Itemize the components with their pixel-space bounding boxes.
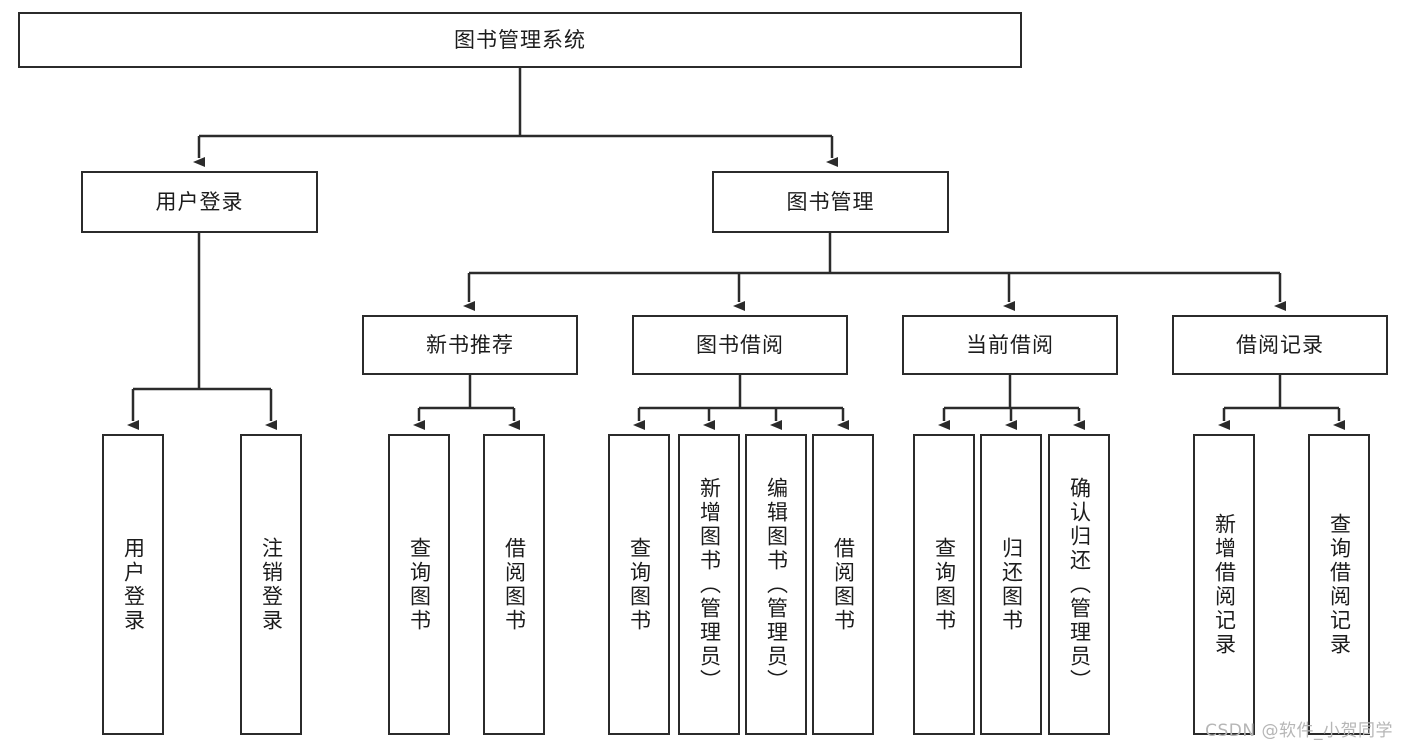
node-new-book-recommend[interactable]: 新书推荐 [362,315,578,375]
node-book-borrow-label: 图书借阅 [696,332,784,357]
leaf-query-books-borrow-label: 查询图书 [627,536,652,633]
leaf-return-books[interactable]: 归还图书 [980,434,1042,735]
node-book-management[interactable]: 图书管理 [712,171,949,233]
node-book-management-label: 图书管理 [786,189,875,214]
node-root-label: 图书管理系统 [454,27,586,52]
leaf-query-borrow-record-label: 查询借阅记录 [1327,512,1352,657]
csdn-watermark: CSDN @软件_小贺同学 [1205,721,1393,741]
leaf-confirm-return-admin-label: 确认归还（管理员） [1067,476,1092,693]
node-user-login-label: 用户登录 [155,189,244,214]
leaf-add-borrow-record-label: 新增借阅记录 [1212,512,1237,657]
leaf-edit-book-admin-label: 编辑图书（管理员） [764,476,789,693]
node-borrow-records[interactable]: 借阅记录 [1172,315,1388,375]
leaf-edit-book-admin[interactable]: 编辑图书（管理员） [745,434,807,735]
node-new-book-recommend-label: 新书推荐 [426,332,514,357]
leaf-query-books-recommend[interactable]: 查询图书 [388,434,450,735]
node-book-borrow[interactable]: 图书借阅 [632,315,848,375]
leaf-borrow-books-label: 借阅图书 [831,536,856,633]
leaf-user-login[interactable]: 用户登录 [102,434,164,735]
leaf-return-books-label: 归还图书 [999,536,1024,633]
leaf-query-books-current[interactable]: 查询图书 [913,434,975,735]
leaf-borrow-books[interactable]: 借阅图书 [812,434,874,735]
node-current-borrow-label: 当前借阅 [966,332,1054,357]
leaf-borrow-books-recommend-label: 借阅图书 [502,536,527,633]
leaf-confirm-return-admin[interactable]: 确认归还（管理员） [1048,434,1110,735]
leaf-query-books-current-label: 查询图书 [932,536,957,633]
node-user-login[interactable]: 用户登录 [81,171,318,233]
leaf-user-login-label: 用户登录 [121,536,146,633]
node-root[interactable]: 图书管理系统 [18,12,1022,68]
leaf-add-book-admin-label: 新增图书（管理员） [697,476,722,693]
leaf-user-logout[interactable]: 注销登录 [240,434,302,735]
leaf-query-books-borrow[interactable]: 查询图书 [608,434,670,735]
node-borrow-records-label: 借阅记录 [1236,332,1324,357]
leaf-add-book-admin[interactable]: 新增图书（管理员） [678,434,740,735]
leaf-user-logout-label: 注销登录 [259,536,284,633]
leaf-query-borrow-record[interactable]: 查询借阅记录 [1308,434,1370,735]
leaf-add-borrow-record[interactable]: 新增借阅记录 [1193,434,1255,735]
node-current-borrow[interactable]: 当前借阅 [902,315,1118,375]
leaf-borrow-books-recommend[interactable]: 借阅图书 [483,434,545,735]
leaf-query-books-recommend-label: 查询图书 [407,536,432,633]
